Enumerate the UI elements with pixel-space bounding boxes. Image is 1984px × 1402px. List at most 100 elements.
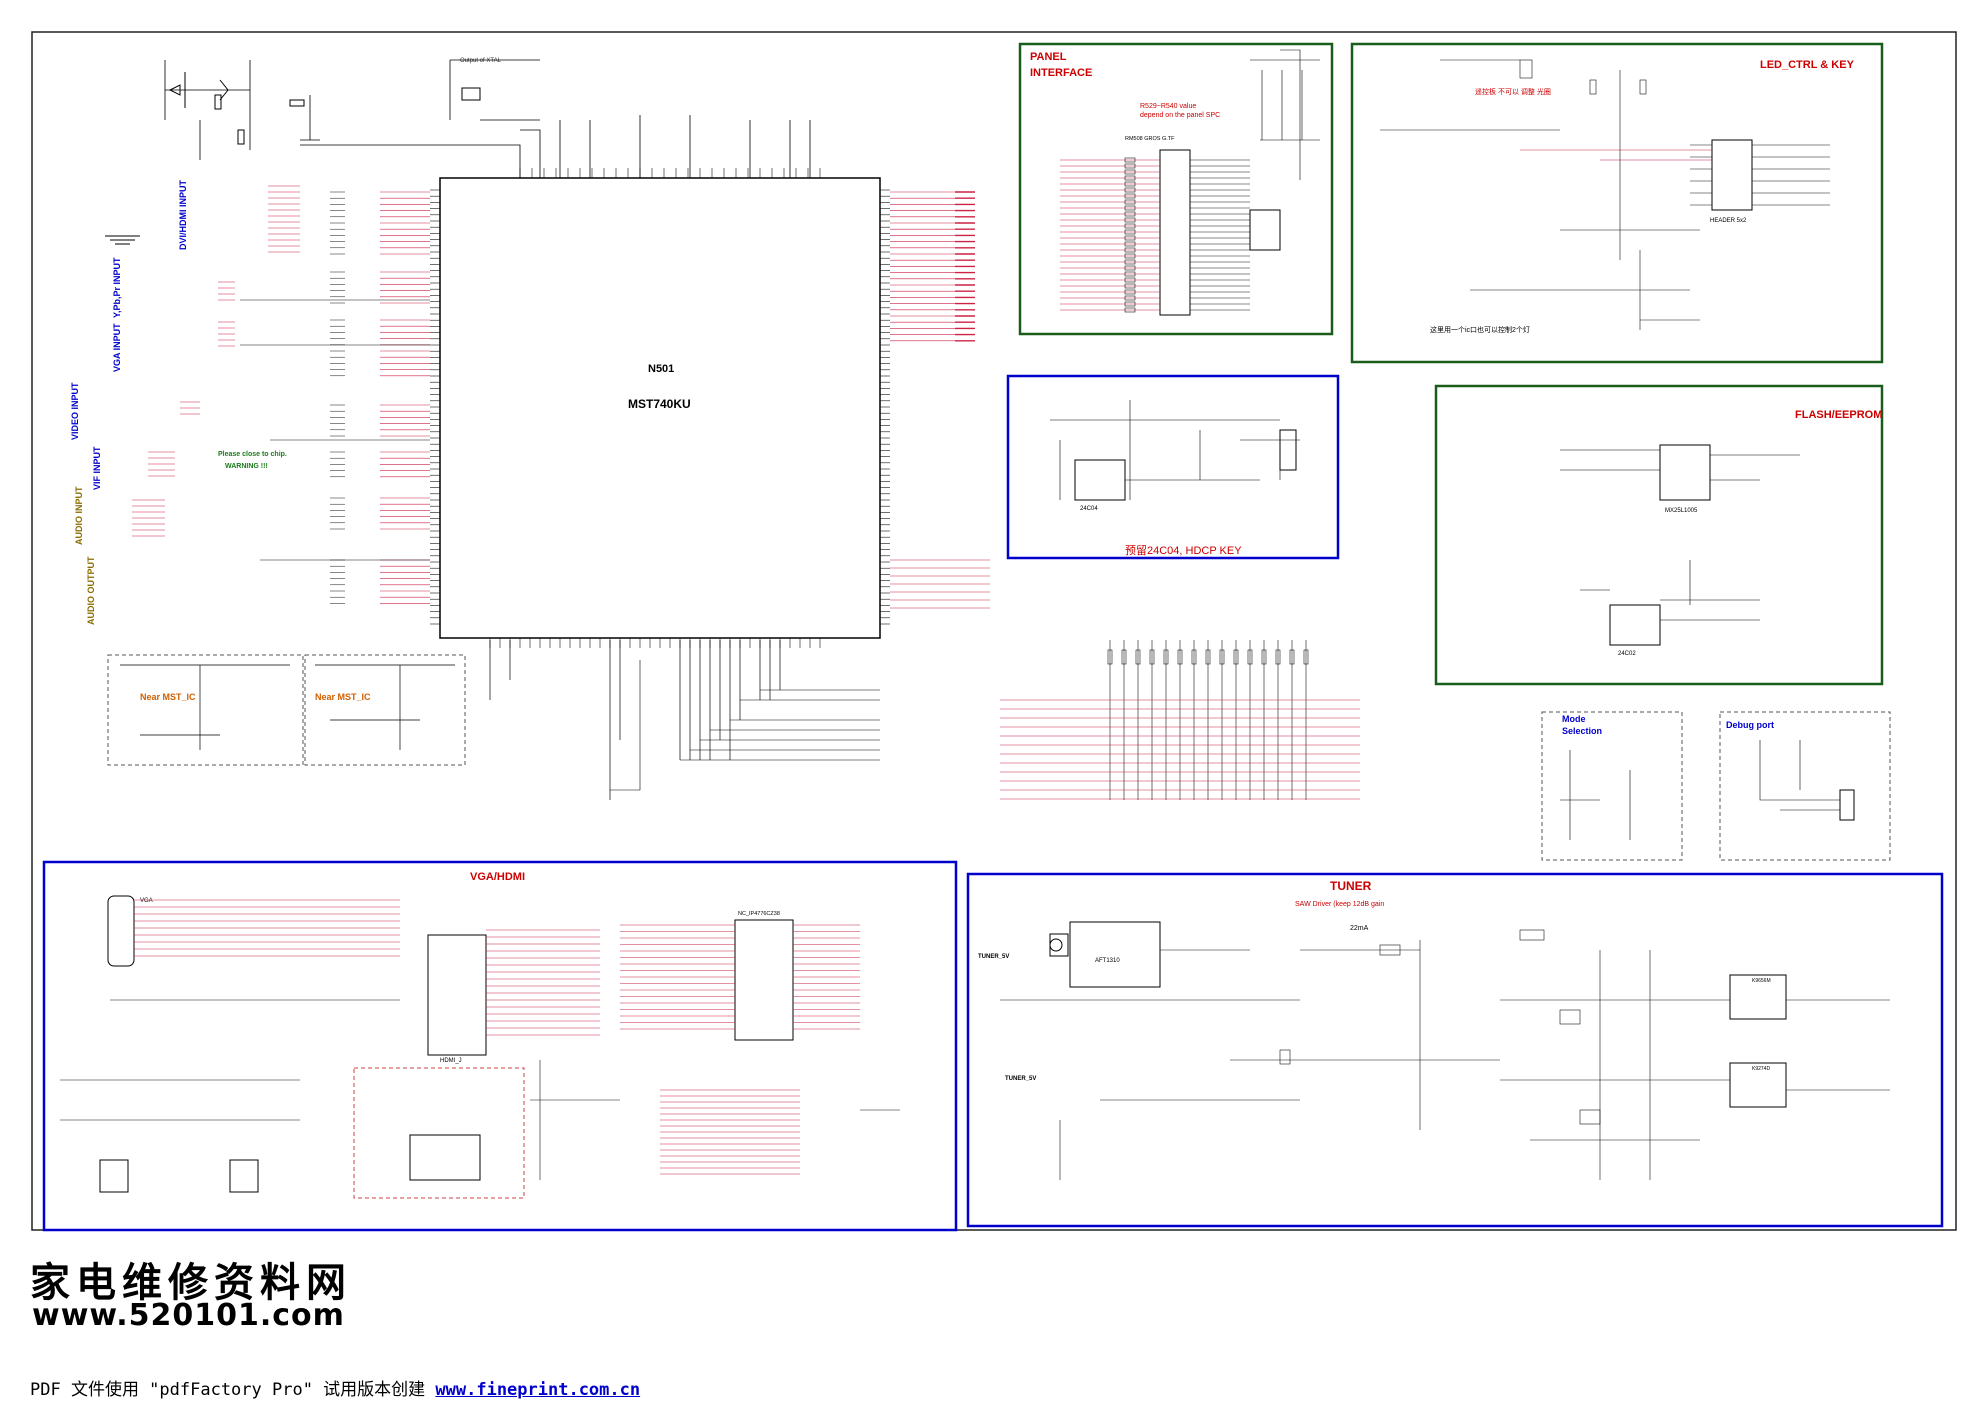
component (1124, 277, 1136, 283)
saw-2-label: K9274D (1752, 1066, 1770, 1072)
panel-interface-block: PANEL INTERFACE R529~R540 value depend o… (1018, 42, 1334, 336)
component (1205, 649, 1211, 665)
component (1124, 193, 1136, 199)
label-video-input: VIDEO INPUT (70, 382, 80, 440)
led-note-1: 遥控板 不可以 调整 光圈 (1475, 87, 1551, 96)
chip-part: MST740KU (628, 397, 691, 411)
hdmi-esd-ic (734, 919, 794, 1041)
component (1303, 649, 1309, 665)
component (1233, 649, 1239, 665)
panel-conn-label: RM508 GROS G.TF (1125, 136, 1175, 142)
label-audio-input: AUDIO INPUT (74, 486, 84, 545)
chip-body (439, 177, 881, 639)
eeprom-ic (1609, 604, 1661, 646)
tuner-note: SAW Driver (keep 12dB gain (1295, 901, 1384, 908)
note-warning: WARNING !!! (225, 463, 268, 470)
component (1107, 649, 1113, 665)
component (1124, 223, 1136, 229)
vga-hdmi-wiring (60, 899, 900, 1180)
component (1124, 211, 1136, 217)
label-audio-output: AUDIO OUTPUT (86, 556, 96, 625)
led-header (1711, 139, 1753, 211)
component (1124, 295, 1136, 301)
debug-port-block: Debug port (1719, 711, 1891, 861)
component (1261, 649, 1267, 665)
tuner-part: AFT1310 (1095, 958, 1120, 964)
component (1124, 307, 1136, 313)
led-note-2: 这里用一个ic口也可以控制2个灯 (1430, 325, 1530, 334)
flash-eeprom-block: FLASH/EEPROM MX25L1005 24C02 (1434, 384, 1884, 686)
mode-title-1: Mode (1562, 714, 1586, 724)
component (1247, 649, 1253, 665)
saw-1-label: K9656M (1752, 978, 1771, 984)
watermark-chinese: 家电维修资料网 (30, 1259, 352, 1306)
component (1163, 649, 1169, 665)
main-chip: N501 MST740KU (430, 168, 890, 648)
chip-pins-top (519, 168, 821, 178)
hdcp-block: 24C04 预留24C04, HDCP KEY (1006, 374, 1340, 560)
pdf-footer: PDF 文件使用 "pdfFactory Pro" 试用版本创建 www.fin… (30, 1375, 640, 1400)
chip-right-nets (890, 191, 990, 609)
component (1135, 649, 1141, 665)
near-mst-2: Near MST_IC (315, 692, 371, 702)
panel-connector (1159, 149, 1191, 316)
near-mst-1: Near MST_IC (140, 692, 196, 702)
tuner-5v-1: TUNER_5V (978, 954, 1009, 960)
component (1124, 217, 1136, 223)
panel-title-2: INTERFACE (1030, 67, 1092, 79)
chip-left-nets (132, 185, 430, 604)
debug-title: Debug port (1726, 720, 1774, 730)
tuner-module (1069, 921, 1161, 988)
saw-filter-2 (1729, 1062, 1787, 1108)
panel-connector-pins (1060, 157, 1250, 313)
component (1589, 79, 1597, 95)
eeprom-ic-label: 24C02 (1618, 651, 1636, 657)
footer-link[interactable]: www.fineprint.com.cn (435, 1380, 641, 1400)
saw-filter-1 (1729, 974, 1787, 1020)
mode-title-2: Selection (1562, 726, 1602, 736)
hdmi-esd-label: NC_IP4776CZ38 (738, 911, 780, 917)
tuner-current: 22mA (1350, 925, 1369, 932)
hdcp-ic (1074, 459, 1126, 501)
hdcp-title: 预留24C04, HDCP KEY (1125, 544, 1242, 557)
led-ctrl-block: LED_CTRL & KEY 遥控板 不可以 调整 光圈 这里用一个ic口也可以… (1350, 42, 1884, 364)
chip-ref: N501 (648, 363, 674, 375)
component (1124, 181, 1136, 187)
mode-selection-block: Mode Selection (1541, 711, 1683, 861)
watermark-url: www.520101.com (32, 1298, 345, 1333)
panel-note-1: R529~R540 value (1140, 103, 1196, 110)
tuner-wiring (1000, 929, 1890, 1180)
component (1519, 59, 1533, 79)
component (1124, 157, 1136, 163)
vga-connector (107, 895, 135, 967)
component (1124, 283, 1136, 289)
led-title: LED_CTRL & KEY (1760, 59, 1855, 71)
label-dvi-hdmi: DVI/HDMI INPUT (178, 179, 188, 250)
component (1121, 649, 1127, 665)
panel-note-2: depend on the panel SPC (1140, 112, 1220, 119)
component (1177, 649, 1183, 665)
flash-ic (1659, 444, 1711, 501)
component (1559, 1009, 1581, 1025)
sheet-border (31, 31, 1957, 1231)
component (1124, 187, 1136, 193)
vga-hdmi-title: VGA/HDMI (470, 871, 525, 883)
vga-hdmi-block: VGA/HDMI VGA HDMI_J NC_IP4776CZ38 (42, 860, 958, 1232)
crystal (461, 87, 481, 101)
hdmi-connector (427, 934, 487, 1056)
component (1191, 649, 1197, 665)
led-header-label: HEADER 5x2 (1710, 218, 1747, 224)
flash-title: FLASH/EEPROM (1795, 409, 1882, 421)
component (1124, 271, 1136, 277)
component (1124, 265, 1136, 271)
component (1124, 229, 1136, 235)
component (1124, 259, 1136, 265)
tuner-title: TUNER (1330, 879, 1372, 893)
component (1124, 247, 1136, 253)
hdmi-connector-label: HDMI_J (440, 1058, 462, 1064)
label-vif-input: VIF INPUT (92, 446, 102, 490)
panel-title-1: PANEL (1030, 51, 1067, 63)
footer-text: PDF 文件使用 "pdfFactory Pro" 试用版本创建 (30, 1380, 436, 1400)
component (1124, 289, 1136, 295)
